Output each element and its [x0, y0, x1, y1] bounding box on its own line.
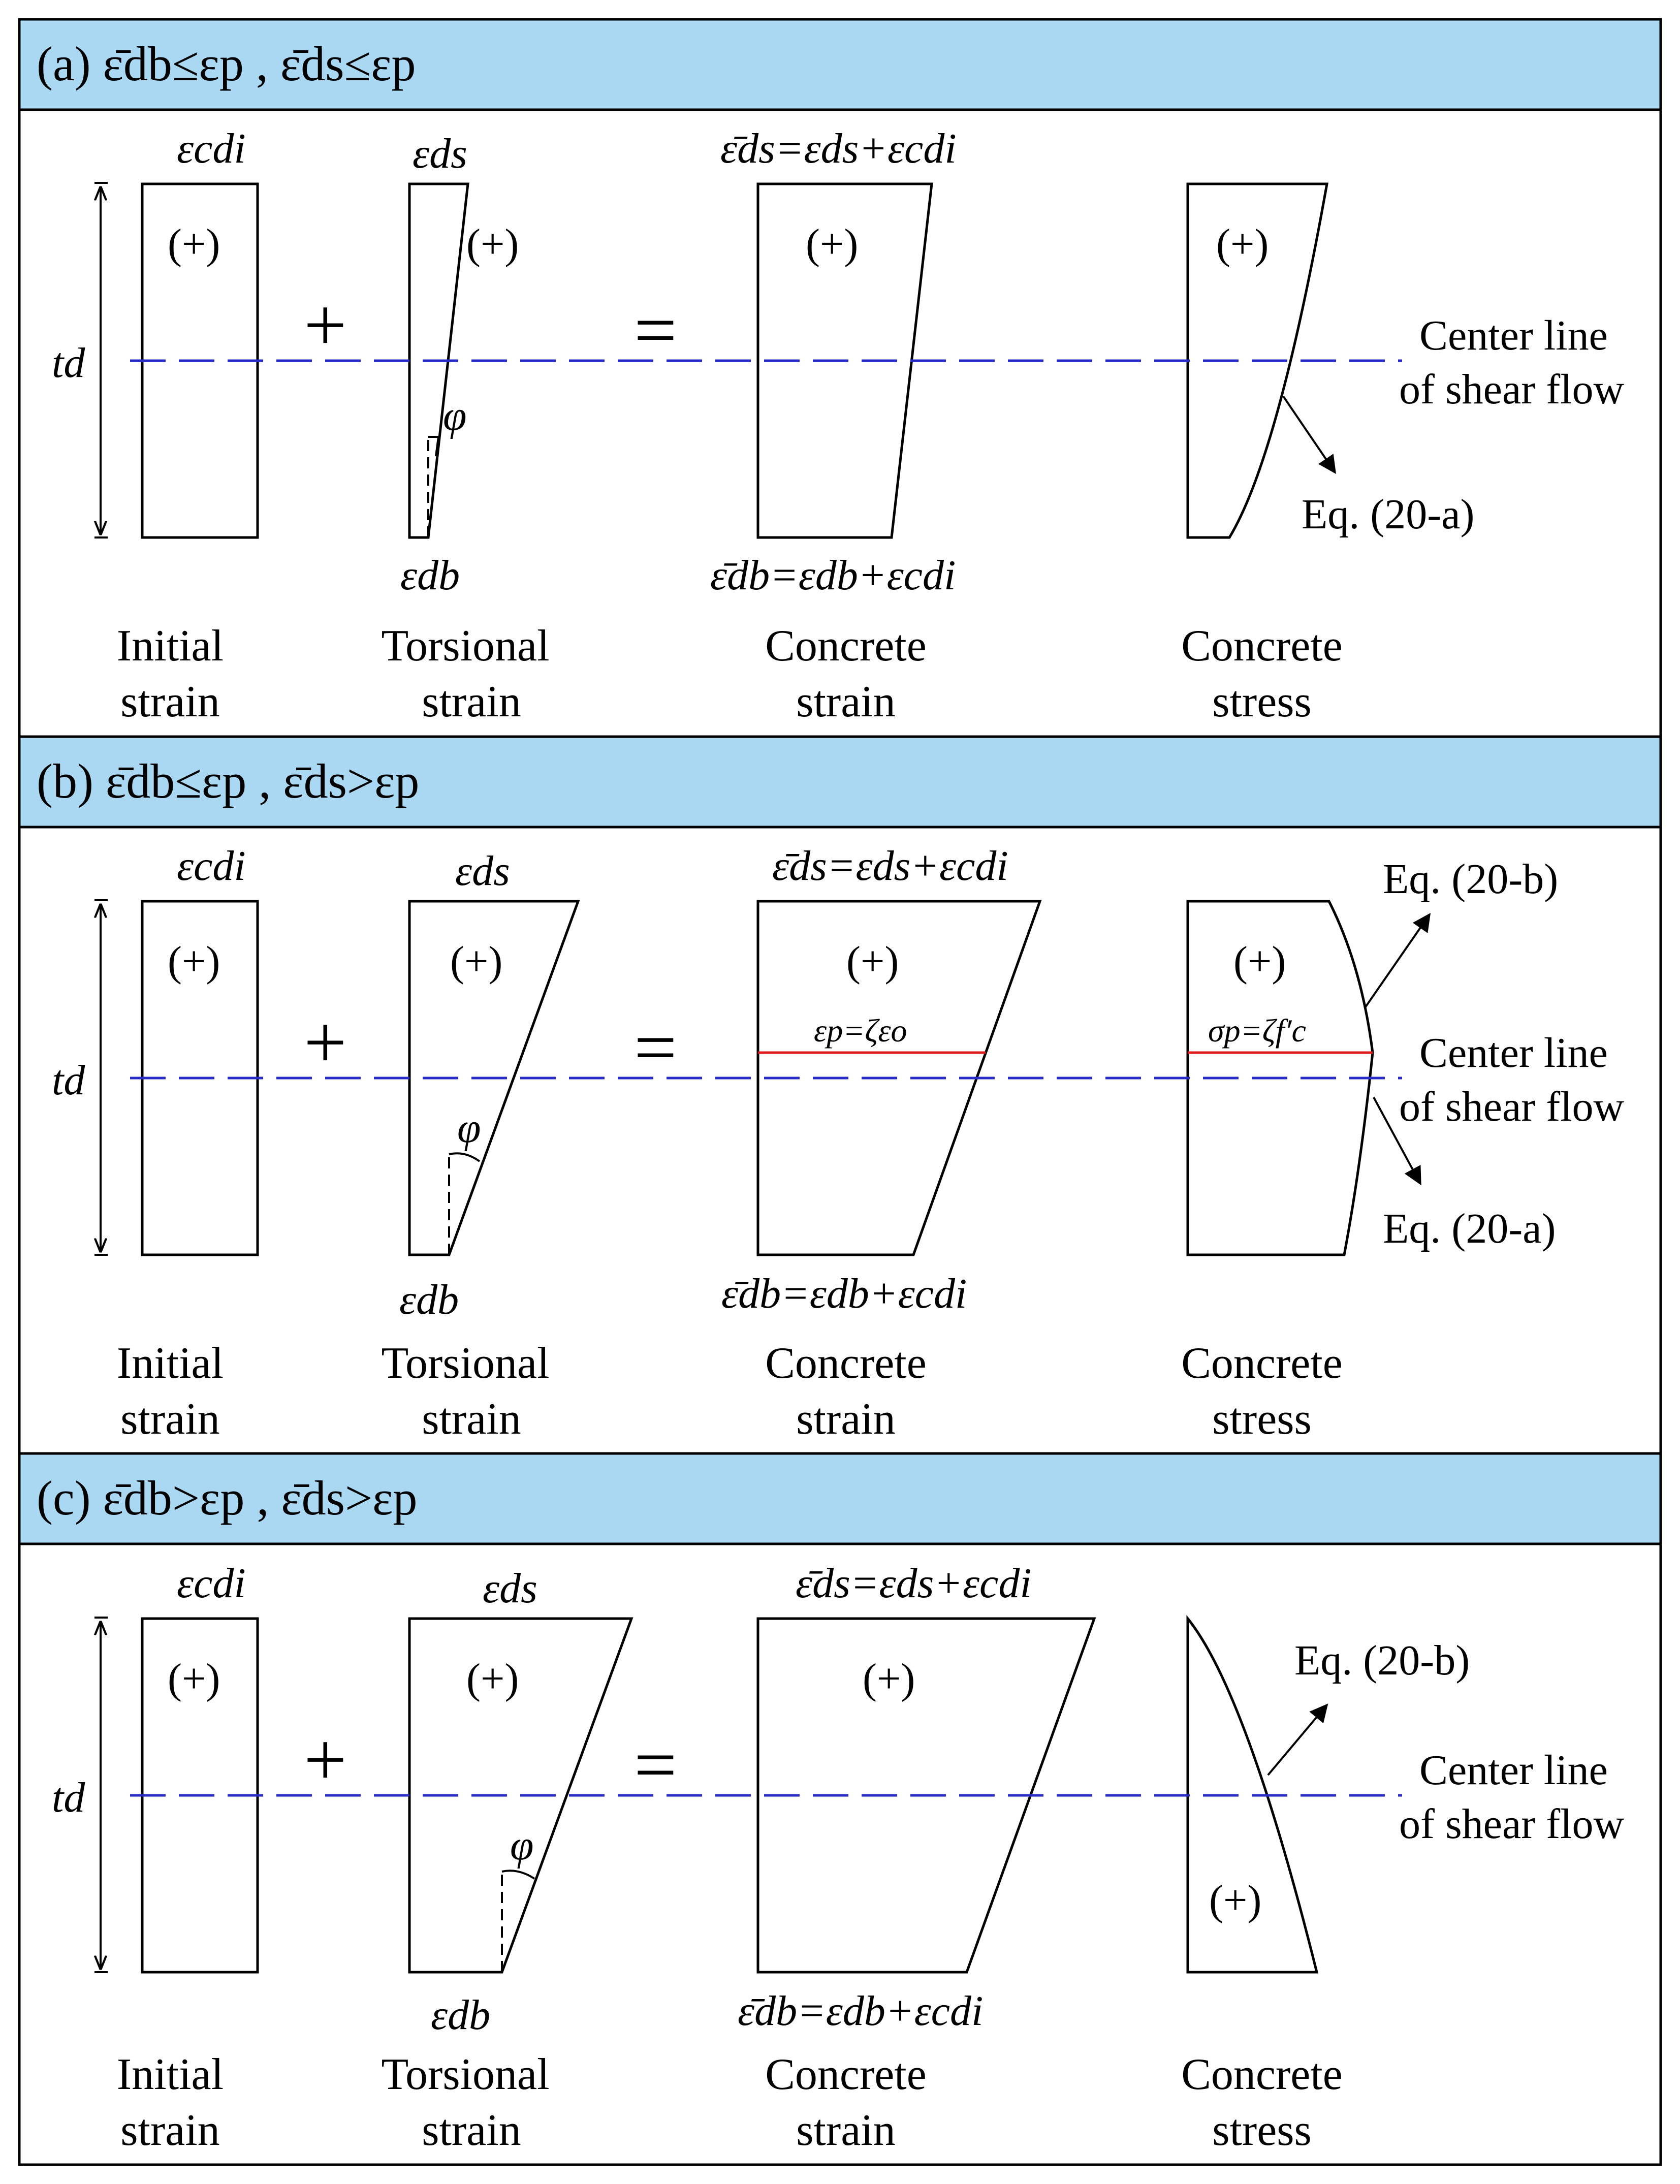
panel-a-eq-arrow-1	[1282, 395, 1337, 474]
panel-b-concrete-stress-block	[1186, 900, 1374, 1256]
panel-b-eq-arrow-2	[1373, 1097, 1421, 1186]
panel-b: (b) ε̄db≤εp , ε̄ds>εp td εcdi (+) + φ εd…	[18, 735, 1662, 1455]
panel-c-concrete-strain-block	[756, 1617, 1096, 1974]
panel-c-equals-sign: =	[634, 1723, 677, 1807]
panel-a-torsional-bottom-label: εdb	[400, 552, 460, 599]
panel-c-phi-arc	[501, 1870, 535, 1880]
panel-a-concrete-strain-block	[756, 182, 933, 539]
panel-a-concrete-stress-block	[1186, 182, 1328, 539]
panel-a-initial-sign: (+)	[168, 220, 220, 268]
panel-a-phi-label: φ	[443, 392, 466, 439]
panel-b-center-line-label-2: of shear flow	[1399, 1083, 1625, 1130]
panel-c-concrete-bottom-label: ε̄db=εdb+εcdi	[738, 1987, 983, 2035]
panel-a-caption-4a: Concrete	[1181, 621, 1343, 671]
panel-c: (c) ε̄db>εp , ε̄ds>εp td εcdi (+) + φ εd…	[18, 1452, 1662, 2166]
panel-a-concrete-bottom-label: ε̄db=εdb+εcdi	[710, 552, 956, 599]
panel-c-concrete-sign: (+)	[863, 1655, 915, 1702]
panel-c-concrete-stress-block	[1186, 1615, 1319, 1974]
panel-b-phi-label: φ	[457, 1104, 481, 1152]
panel-b-eq-label-2: Eq. (20-a)	[1383, 1205, 1556, 1252]
panel-c-title-band	[18, 1452, 1662, 1545]
panel-b-strain-limit-label: εp=ζεo	[814, 1012, 907, 1049]
panel-b-stress-limit-label: σp=ζf′c	[1208, 1012, 1306, 1049]
panel-a-torsional-sign: (+)	[466, 220, 519, 268]
panel-c-torsional-top-label: εds	[483, 1565, 537, 1612]
panel-b-caption-3a: Concrete	[765, 1339, 927, 1388]
panel-c-title: (c) ε̄db>εp , ε̄ds>εp	[37, 1471, 417, 1525]
panel-c-phi-label: φ	[510, 1822, 533, 1869]
panel-a-caption-1b: strain	[120, 677, 220, 726]
panel-c-plus-sign: +	[304, 1718, 347, 1802]
panel-a-phi-arc	[428, 436, 440, 457]
panel-b-concrete-top-label: ε̄ds=εds+εcdi	[772, 842, 1008, 890]
panel-a-torsional-top-label: εds	[413, 130, 467, 177]
panel-a-caption-1a: Initial	[117, 621, 224, 671]
panel-c-caption-3b: strain	[796, 2106, 896, 2155]
panel-b-equals-sign: =	[634, 1005, 677, 1090]
panel-a-center-line-label-2: of shear flow	[1399, 366, 1625, 413]
panel-c-eq-label-1: Eq. (20-b)	[1294, 1637, 1470, 1684]
panel-b-eq-label-1: Eq. (20-b)	[1383, 856, 1558, 903]
panel-c-concrete-top-label: ε̄ds=εds+εcdi	[796, 1560, 1032, 1607]
panel-c-caption-1b: strain	[120, 2106, 220, 2155]
panel-a-concrete-sign: (+)	[806, 220, 858, 268]
panel-c-eq-arrow-1	[1267, 1703, 1328, 1776]
panel-a-caption-3a: Concrete	[765, 621, 927, 671]
panel-b-caption-1b: strain	[120, 1395, 220, 1444]
panel-a-center-line-label-1: Center line	[1419, 312, 1608, 359]
panel-b-caption-2b: strain	[422, 1395, 521, 1444]
panel-c-torsional-sign: (+)	[466, 1655, 519, 1702]
panel-a-caption-2b: strain	[422, 677, 521, 726]
panel-a-title: (a) ε̄db≤εp , ε̄ds≤εp	[37, 37, 416, 91]
panel-b-center-line-label-1: Center line	[1419, 1029, 1608, 1077]
panel-a-initial-top-label: εcdi	[177, 125, 246, 172]
panel-a-stress-sign: (+)	[1216, 220, 1269, 268]
panel-b-td-label: td	[52, 1057, 85, 1104]
panel-b-eq-arrow-1	[1365, 913, 1431, 1008]
panel-c-caption-3a: Concrete	[765, 2050, 927, 2099]
panel-b-concrete-strain-block	[756, 900, 1042, 1256]
panel-c-center-line-label-2: of shear flow	[1399, 1800, 1625, 1848]
panel-b-torsional-sign: (+)	[450, 938, 502, 985]
panel-a-caption-4b: stress	[1212, 677, 1312, 726]
panel-c-torsional-bottom-label: εdb	[431, 1991, 490, 2039]
panel-c-stress-sign: (+)	[1209, 1877, 1261, 1924]
panel-b-caption-4a: Concrete	[1181, 1339, 1343, 1388]
panel-b-title: (b) ε̄db≤εp , ε̄ds>εp	[37, 754, 419, 808]
panel-b-caption-3b: strain	[796, 1395, 896, 1444]
panel-c-caption-2a: Torsional	[381, 2050, 549, 2099]
panel-b-torsional-top-label: εds	[455, 847, 510, 895]
panel-c-center-line-label-1: Center line	[1419, 1747, 1608, 1794]
panel-a-plus-sign: +	[304, 283, 347, 367]
panel-c-caption-2b: strain	[422, 2106, 521, 2155]
panel-c-td-label: td	[52, 1774, 85, 1821]
panel-b-initial-sign: (+)	[168, 938, 220, 985]
panel-b-stress-sign: (+)	[1233, 938, 1286, 985]
panel-b-torsional-bottom-label: εdb	[399, 1276, 459, 1323]
panel-b-initial-top-label: εcdi	[177, 842, 246, 890]
panel-a-caption-3b: strain	[796, 677, 896, 726]
panel-b-title-band	[18, 735, 1662, 829]
panel-b-phi-arc	[449, 1152, 481, 1162]
panel-b-caption-2a: Torsional	[381, 1339, 549, 1388]
panel-a: (a) ε̄db≤εp , ε̄ds≤εp td εcdi (+) + φ εd…	[18, 18, 1662, 738]
panel-c-caption-4a: Concrete	[1181, 2050, 1343, 2099]
panel-b-concrete-sign: (+)	[846, 938, 899, 985]
panel-a-td-label: td	[52, 339, 85, 387]
panel-c-initial-sign: (+)	[168, 1655, 220, 1702]
panel-a-equals-sign: =	[634, 288, 677, 372]
panel-a-eq-label-1: Eq. (20-a)	[1302, 491, 1475, 538]
panel-c-caption-1a: Initial	[117, 2050, 224, 2099]
panel-a-concrete-top-label: ε̄ds=εds+εcdi	[720, 125, 957, 172]
panel-a-title-band	[18, 18, 1662, 111]
panel-b-caption-4b: stress	[1212, 1395, 1312, 1444]
panel-c-caption-4b: stress	[1212, 2106, 1312, 2155]
panel-c-frame	[18, 1542, 1662, 2166]
panel-b-caption-1a: Initial	[117, 1339, 224, 1388]
panel-b-concrete-bottom-label: ε̄db=εdb+εcdi	[721, 1270, 967, 1317]
panel-b-plus-sign: +	[304, 1000, 347, 1085]
panel-c-initial-top-label: εcdi	[177, 1560, 246, 1607]
panel-a-caption-2a: Torsional	[381, 621, 549, 671]
